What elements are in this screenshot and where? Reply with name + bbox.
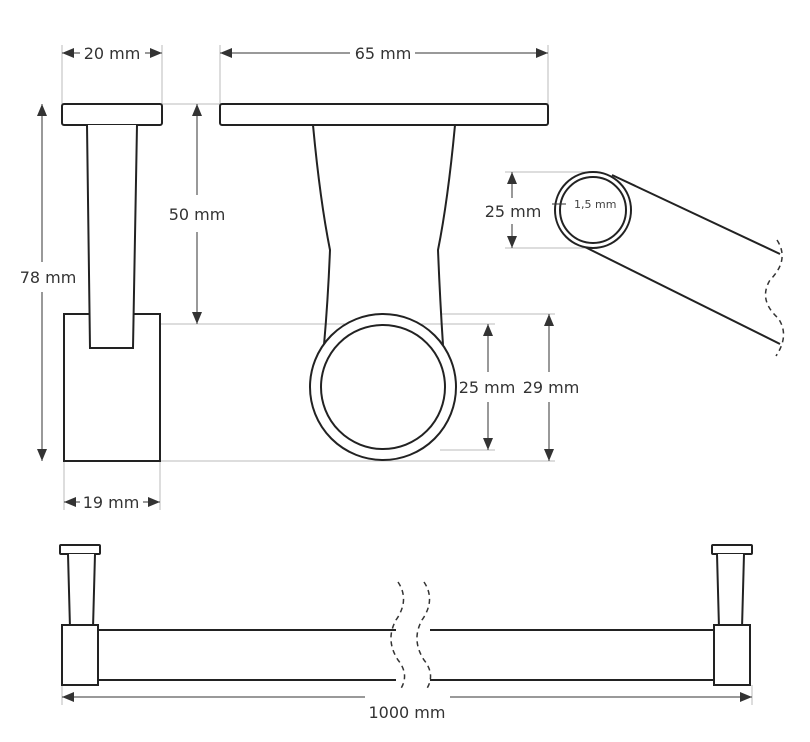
dim-tube-diameter: 25 mm	[485, 202, 542, 221]
dim-total-length: 1000 mm	[369, 703, 446, 722]
dim-tube-inner: 25 mm	[459, 378, 516, 397]
dim-cap-width: 20 mm	[84, 44, 141, 63]
front-view-bracket	[219, 103, 549, 461]
dim-total-height: 78 mm	[20, 268, 77, 287]
dim-stem-height: 50 mm	[169, 205, 226, 224]
tube-detail	[552, 171, 785, 357]
dim-wall-thickness: 1,5 mm	[574, 198, 616, 211]
dim-base-height: 29 mm	[523, 378, 580, 397]
side-view-bracket	[61, 103, 163, 462]
dim-cap-length: 65 mm	[355, 44, 412, 63]
full-length-view	[59, 544, 753, 691]
dim-base-width: 19 mm	[83, 493, 140, 512]
dimension-arrows	[37, 48, 752, 702]
